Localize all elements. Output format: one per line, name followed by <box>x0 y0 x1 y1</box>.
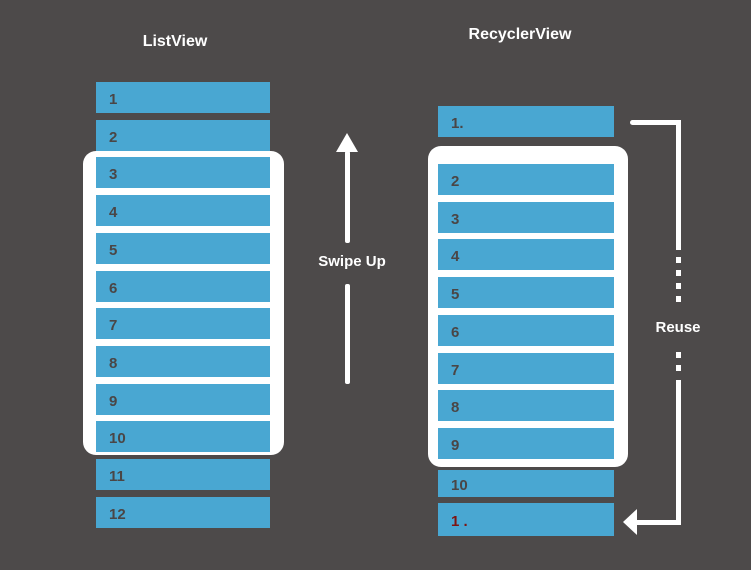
recyclerview-item-9: 9 <box>438 428 614 459</box>
list-item-label: 6 <box>451 323 460 341</box>
list-item-label: 7 <box>451 361 460 379</box>
recyclerview-item-3: 3 <box>438 202 614 233</box>
reuse-path-dash <box>676 257 681 263</box>
list-item-label: 1 . <box>451 512 468 530</box>
reuse-path-dash <box>676 352 681 358</box>
listview-item-5: 5 <box>96 233 270 264</box>
listview-item-12: 12 <box>96 497 270 528</box>
recyclerview-item-1-top: 1. <box>438 106 614 137</box>
reuse-path-dash <box>676 296 681 302</box>
reuse-path-vertical-upper <box>676 120 681 250</box>
list-item-label: 1. <box>451 114 464 132</box>
recyclerview-item-2: 2 <box>438 164 614 195</box>
swipe-up-arrow-shaft-lower <box>345 284 350 384</box>
listview-item-8: 8 <box>96 346 270 377</box>
reuse-path-bottom-horizontal <box>637 520 681 525</box>
listview-item-2: 2 <box>96 120 270 151</box>
listview-item-1: 1 <box>96 82 270 113</box>
list-item-label: 8 <box>451 398 460 416</box>
reuse-path-dash <box>676 365 681 371</box>
list-item-label: 3 <box>109 165 118 183</box>
reuse-label: Reuse <box>655 319 701 336</box>
list-item-label: 10 <box>109 429 126 447</box>
list-item-label: 11 <box>109 467 125 485</box>
list-item-label: 8 <box>109 354 118 372</box>
listview-item-3: 3 <box>96 157 270 188</box>
recyclerview-item-4: 4 <box>438 239 614 270</box>
listview-item-11: 11 <box>96 459 270 490</box>
list-item-label: 1 <box>109 90 118 108</box>
recyclerview-item-6: 6 <box>438 315 614 346</box>
reuse-path-dash <box>676 283 681 289</box>
recyclerview-title: RecyclerView <box>468 26 572 43</box>
recyclerview-item-8: 8 <box>438 390 614 421</box>
listview-item-9: 9 <box>96 384 270 415</box>
recyclerview-item-10: 10 <box>438 470 614 497</box>
listview-item-7: 7 <box>96 308 270 339</box>
list-item-label: 2 <box>109 128 118 146</box>
list-item-label: 9 <box>109 392 118 410</box>
list-item-label: 6 <box>109 279 118 297</box>
list-item-label: 4 <box>451 247 460 265</box>
list-item-label: 9 <box>451 436 460 454</box>
reuse-arrowhead-icon <box>623 509 637 535</box>
list-item-label: 10 <box>451 476 468 494</box>
reuse-path-top-horizontal <box>630 120 681 125</box>
list-item-label: 4 <box>109 203 118 221</box>
recyclerview-recycled-item-1: 1 . <box>438 503 614 536</box>
list-item-label: 7 <box>109 316 118 334</box>
list-item-label: 5 <box>109 241 118 259</box>
listview-item-4: 4 <box>96 195 270 226</box>
list-item-label: 5 <box>451 285 460 303</box>
list-item-label: 3 <box>451 210 460 228</box>
listview-title: ListView <box>142 33 208 50</box>
swipe-up-arrowhead-icon <box>336 133 358 152</box>
listview-item-6: 6 <box>96 271 270 302</box>
recyclerview-item-5: 5 <box>438 277 614 308</box>
reuse-path-dash <box>676 270 681 276</box>
reuse-path-vertical-lower <box>676 380 681 525</box>
recyclerview-item-7: 7 <box>438 353 614 384</box>
swipe-up-label: Swipe Up <box>318 253 386 270</box>
list-item-label: 2 <box>451 172 460 190</box>
list-item-label: 12 <box>109 505 126 523</box>
swipe-up-arrow-shaft-upper <box>345 151 350 243</box>
listview-item-10: 10 <box>96 421 270 452</box>
